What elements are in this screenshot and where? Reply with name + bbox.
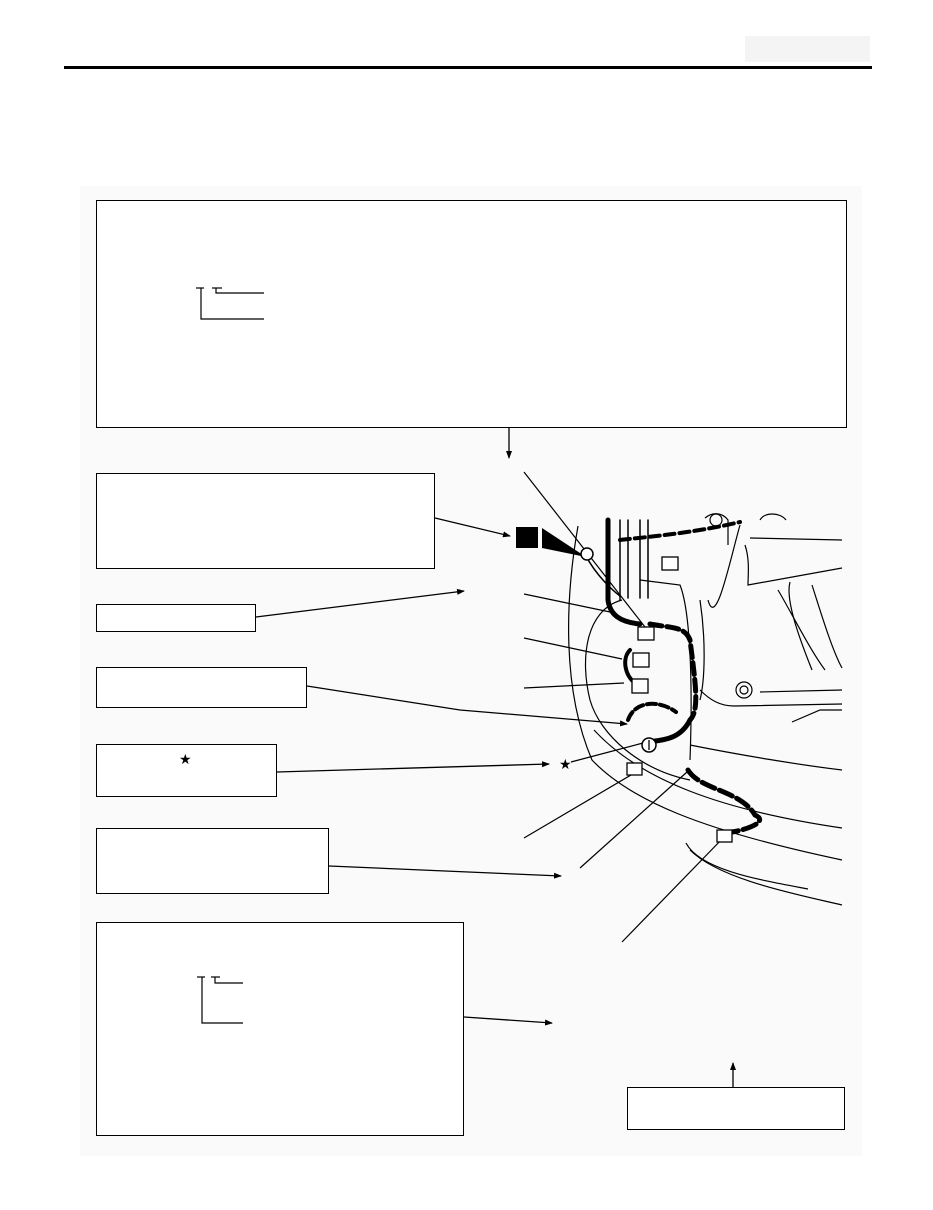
callout-small-2 xyxy=(96,667,307,708)
connector-c xyxy=(631,678,649,694)
callout-bottom-left xyxy=(96,922,464,1136)
callout-bottom-right xyxy=(627,1087,845,1130)
header-rule xyxy=(64,66,872,69)
callout-mid-left xyxy=(96,828,329,894)
bracket-top xyxy=(196,287,264,320)
callout-star-box: ★ xyxy=(96,744,277,797)
leader-arrows xyxy=(255,428,736,1087)
bolt-hole-mid-inner xyxy=(739,685,749,695)
bracket-bottom xyxy=(197,976,243,1024)
connector-f xyxy=(661,556,679,571)
connectors xyxy=(626,556,733,843)
wiring-harness xyxy=(585,517,763,835)
header-tab xyxy=(745,36,870,62)
connector-a xyxy=(637,626,655,641)
callout-small-1 xyxy=(96,604,256,632)
grommet xyxy=(580,547,594,561)
star-marker-on-diagram: ★ xyxy=(559,756,572,772)
bolt-hole-mid xyxy=(735,681,753,699)
callout-upper-left xyxy=(96,473,435,569)
connector-b xyxy=(632,652,650,668)
connector-d xyxy=(626,762,643,776)
connector-e xyxy=(716,829,733,843)
view-marker-arrow xyxy=(542,528,586,557)
callout-top-large xyxy=(96,200,847,428)
view-marker-square xyxy=(516,527,538,548)
star-marker-in-box: ★ xyxy=(179,751,192,767)
bolt-hole-top xyxy=(709,513,723,527)
